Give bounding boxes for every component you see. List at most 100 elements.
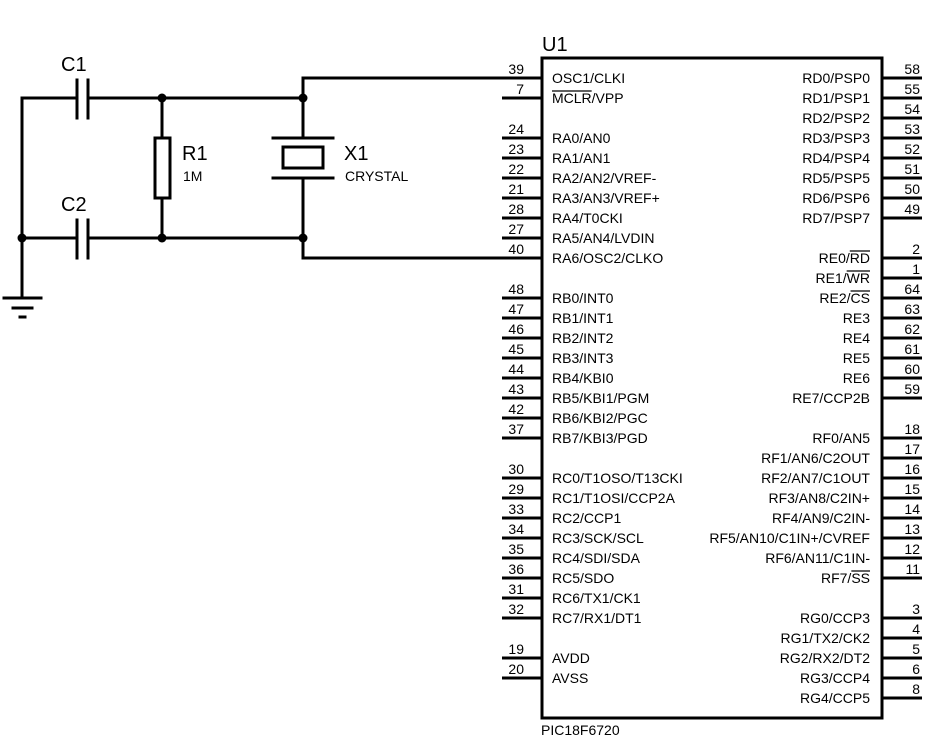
pin-name-label: RE0/RD <box>819 250 870 266</box>
junction-dot <box>157 93 167 103</box>
pin-name-label: RF3/AN8/C2IN+ <box>768 490 870 506</box>
pin-name-label: RE6 <box>843 370 870 386</box>
pin-name-label: RC6/TX1/CK1 <box>552 590 641 606</box>
pin-number-label: 45 <box>508 341 524 357</box>
pin-name-label: RA4/T0CKI <box>552 210 623 226</box>
pin-name-label: RB7/KBI3/PGD <box>552 430 648 446</box>
r1-ref-label: R1 <box>182 143 208 165</box>
pin-number-label: 24 <box>508 121 524 137</box>
pin-name-label: RA2/AN2/VREF- <box>552 170 657 186</box>
pin-number-label: 22 <box>508 161 524 177</box>
pin-name-label: RF2/AN7/C1OUT <box>761 470 870 486</box>
pin-number-label: 31 <box>508 581 524 597</box>
ic-u1[interactable]: U1 PIC18F6720 39OSC1/CLKI7MCLR/VPP24RA0/… <box>502 34 922 738</box>
pin-number-label: 8 <box>912 681 920 697</box>
junction-dot <box>17 233 27 243</box>
pin-name-label: RB0/INT0 <box>552 290 614 306</box>
pin-number-label: 46 <box>508 321 524 337</box>
pin-name-label: RF5/AN10/C1IN+/CVREF <box>709 530 870 546</box>
pin-name-label: RC4/SDI/SDA <box>552 550 641 566</box>
pin-number-label: 37 <box>508 421 524 437</box>
crystal-x1[interactable]: X1 CRYSTAL <box>271 136 408 184</box>
pin-number-label: 62 <box>904 321 920 337</box>
pin-number-label: 49 <box>904 201 920 217</box>
r1-value-label: 1M <box>183 168 202 184</box>
pin-number-label: 44 <box>508 361 524 377</box>
pin-name-label: RE7/CCP2B <box>792 390 870 406</box>
capacitor-c2[interactable]: C2 <box>61 194 90 260</box>
pin-name-label: RB3/INT3 <box>552 350 614 366</box>
capacitor-c1[interactable]: C1 <box>61 54 90 120</box>
pin-name-label: RB5/KBI1/PGM <box>552 390 649 406</box>
pin-name-label: RC0/T1OSO/T13CKI <box>552 470 683 486</box>
resistor-r1[interactable]: R1 1M <box>153 136 208 200</box>
pin-name-label: RB2/INT2 <box>552 330 614 346</box>
pin-number-label: 7 <box>516 81 524 97</box>
pin-number-label: 39 <box>508 61 524 77</box>
pin-name-label: RF7/SS <box>821 570 870 586</box>
pin-number-label: 6 <box>912 661 920 677</box>
ic-body <box>540 56 884 720</box>
pin-number-label: 20 <box>508 661 524 677</box>
ground-icon <box>2 296 43 319</box>
x1-value-label: CRYSTAL <box>345 168 408 184</box>
